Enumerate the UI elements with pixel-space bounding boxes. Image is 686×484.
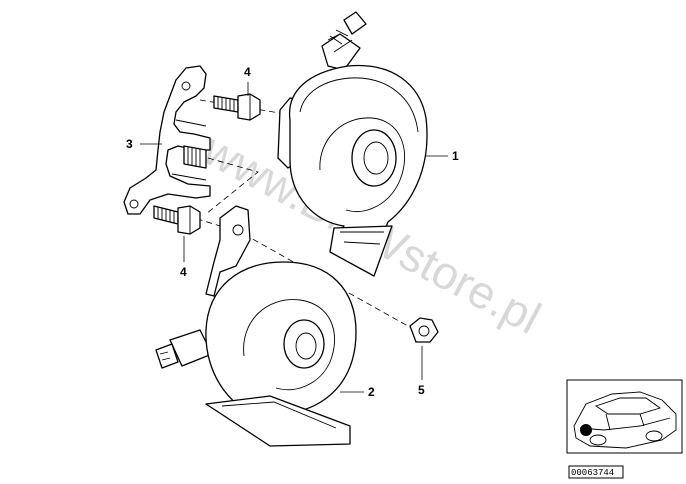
callout-5: 5 <box>418 383 425 397</box>
vehicle-location-thumbnail: 00063744 <box>566 379 683 479</box>
bolt-upper <box>213 93 261 121</box>
callout-4-upper: 4 <box>244 65 251 79</box>
diagram-code: 00063744 <box>571 468 614 478</box>
leader-lines <box>140 82 448 393</box>
callout-1: 1 <box>452 149 459 163</box>
callout-3: 3 <box>126 137 133 151</box>
callout-4-lower: 4 <box>180 265 187 279</box>
bolt-lower <box>153 205 201 235</box>
horn-high-tone <box>277 11 428 277</box>
callout-2: 2 <box>368 385 375 399</box>
location-marker-icon <box>580 424 592 436</box>
horn-low-tone <box>155 205 357 447</box>
hex-nut <box>409 317 439 343</box>
mounting-bracket <box>123 65 211 215</box>
